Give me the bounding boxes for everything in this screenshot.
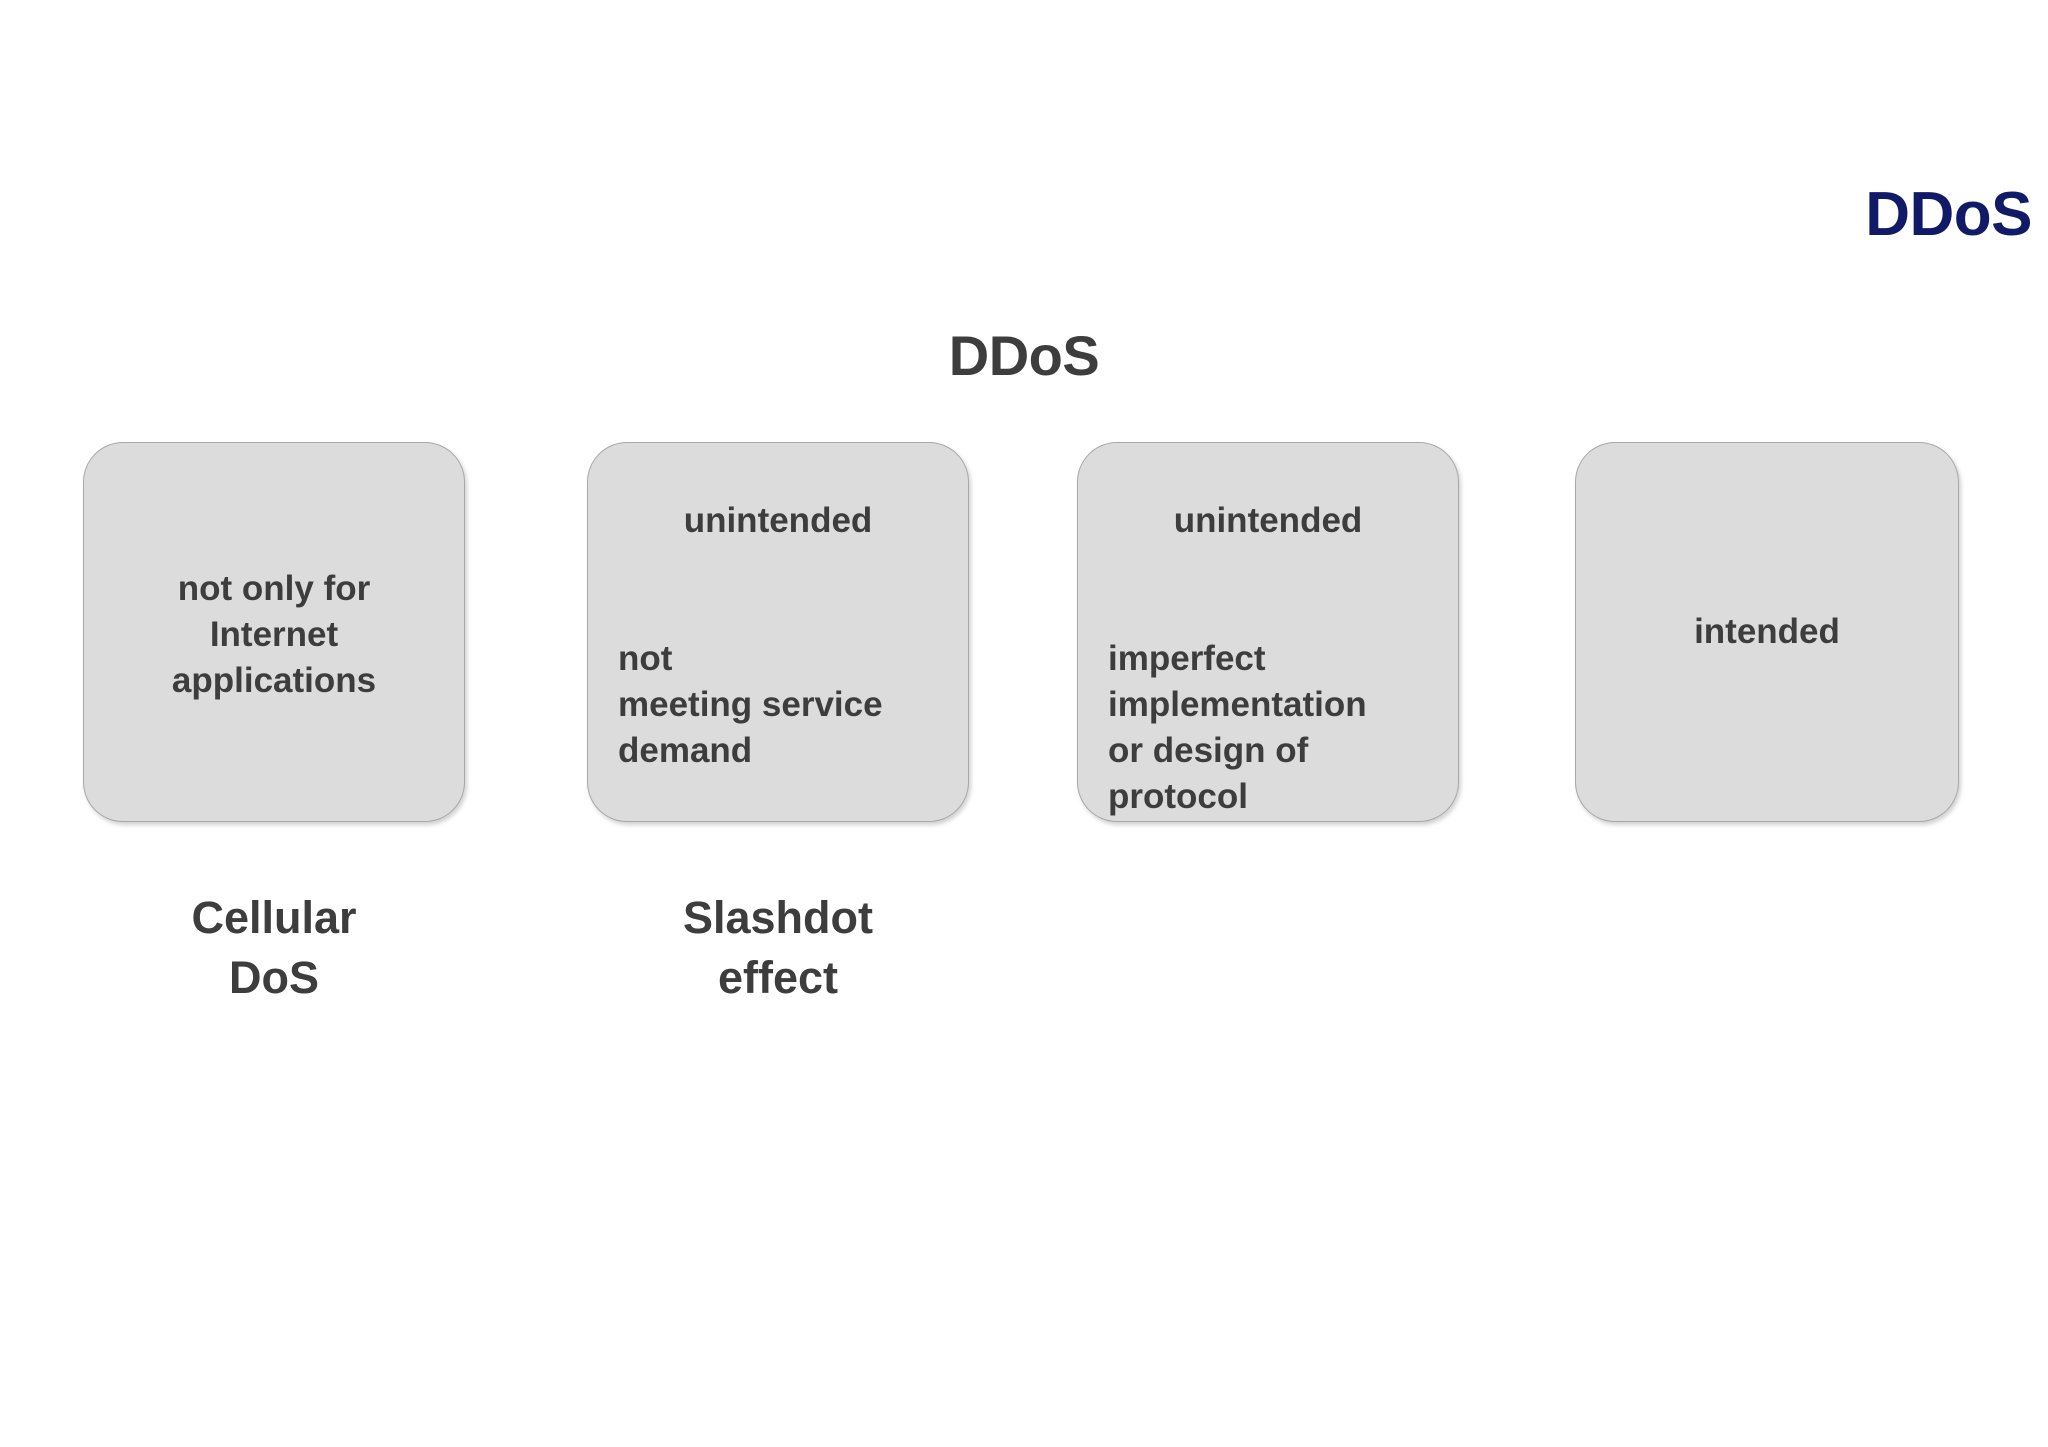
caption-slashdot-effect: Slashdot effect — [682, 892, 874, 1003]
page-title: DDoS — [948, 324, 1100, 387]
caption-cellular-dos: Cellular DoS — [191, 892, 357, 1003]
concept-box-3-line-2: implementation — [1108, 685, 1367, 724]
concept-box-4-text: intended — [1694, 612, 1840, 651]
concept-box-3-line-1: imperfect — [1108, 639, 1266, 678]
concept-box-2-text: not meeting service demand — [618, 636, 952, 774]
concept-box-3-header: unintended — [1173, 501, 1363, 540]
concept-box-3-line-3: or design of — [1108, 731, 1309, 770]
concept-box-1-text: not only for Internet applications — [98, 566, 450, 704]
concept-box-3-line-4: protocol — [1108, 777, 1248, 816]
concept-box-intended[interactable]: intended — [1575, 442, 1959, 822]
concept-box-1-line-2: Internet — [209, 615, 339, 654]
concept-box-slashdot-effect[interactable]: unintended not meeting service demand — [587, 442, 969, 822]
concept-box-1-line-1: not only for — [177, 569, 371, 608]
concept-box-2-line-2: meeting service — [618, 685, 883, 724]
concept-box-2-line-1: not — [618, 639, 673, 678]
concept-box-protocol-flaw[interactable]: unintended imperfect implementation or d… — [1077, 442, 1459, 822]
concept-box-cellular-dos[interactable]: not only for Internet applications — [83, 442, 465, 822]
concept-box-2-line-3: demand — [618, 731, 753, 770]
concept-box-1-line-3: applications — [171, 661, 377, 700]
concept-box-3-text: imperfect implementation or design of pr… — [1108, 636, 1442, 820]
concept-box-2-header: unintended — [683, 501, 873, 540]
corner-title: DDoS — [1865, 180, 2032, 249]
